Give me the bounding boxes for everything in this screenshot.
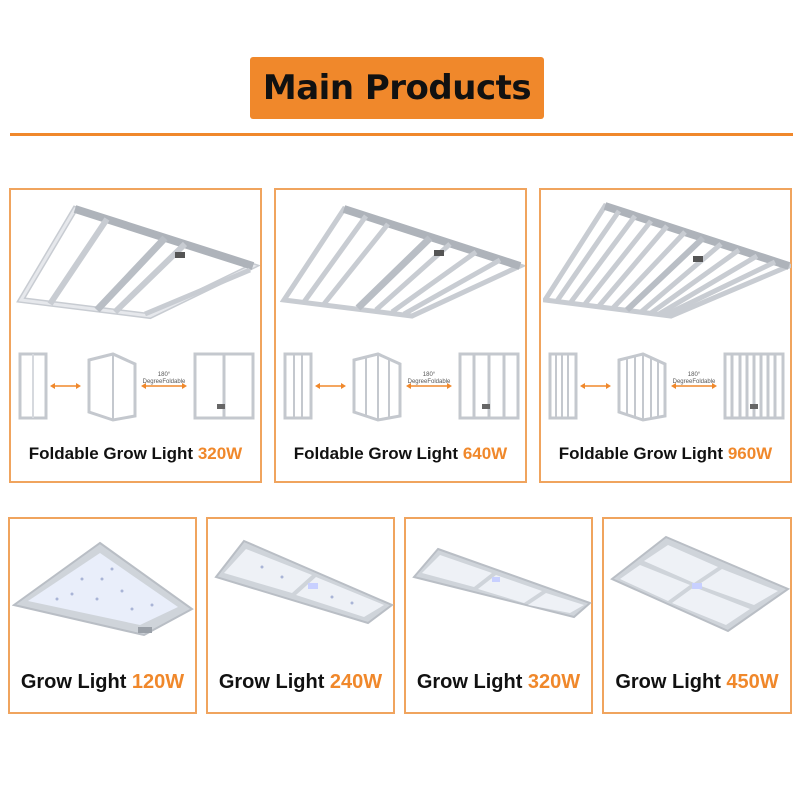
- product-wattage: 640W: [462, 444, 508, 463]
- product-card-grow-light-320w[interactable]: Grow Light 320W: [404, 517, 593, 714]
- product-wattage: 240W: [329, 671, 383, 693]
- fold-diagram: 180° DegreeFoldable: [282, 352, 522, 422]
- panel-light-image: [212, 537, 394, 637]
- fold-diagram: 180° DegreeFoldable: [17, 352, 257, 422]
- fold-label-bottom: DegreeFoldable: [408, 379, 451, 385]
- panel-light-image: [608, 533, 790, 637]
- product-name: Grow Light: [20, 671, 127, 693]
- panel-light-image: [12, 539, 194, 639]
- product-card-foldable-960w[interactable]: 180° DegreeFoldable Foldable Grow Light …: [539, 188, 792, 483]
- fold-label-top: 180°: [423, 372, 436, 378]
- foldable-light-image: [15, 204, 260, 324]
- main-products-banner: Main Products: [250, 57, 544, 119]
- product-wattage: 320W: [527, 671, 581, 693]
- product-label: Foldable Grow Light 320W: [11, 444, 260, 464]
- product-name: Grow Light: [615, 671, 721, 693]
- product-label: Grow Light 240W: [208, 671, 393, 694]
- product-name: Grow Light: [218, 671, 325, 693]
- product-wattage: 960W: [727, 444, 773, 463]
- product-card-foldable-640w[interactable]: 180° DegreeFoldable Foldable Grow Light …: [274, 188, 527, 483]
- product-label: Grow Light 320W: [406, 671, 591, 694]
- foldable-light-image: [543, 202, 791, 324]
- product-label: Foldable Grow Light 640W: [276, 444, 525, 464]
- product-wattage: 320W: [197, 444, 243, 463]
- product-card-grow-light-450w[interactable]: Grow Light 450W: [602, 517, 792, 714]
- product-name: Grow Light: [416, 671, 523, 693]
- product-card-foldable-320w[interactable]: 180° DegreeFoldable Foldable Grow Light …: [9, 188, 262, 483]
- header-divider: [10, 133, 793, 136]
- panel-light-image: [410, 543, 592, 633]
- product-name: Foldable Grow Light: [293, 444, 459, 463]
- fold-label-top: 180°: [688, 372, 701, 378]
- product-label: Grow Light 450W: [604, 671, 790, 694]
- product-card-grow-light-240w[interactable]: Grow Light 240W: [206, 517, 395, 714]
- fold-label-bottom: DegreeFoldable: [143, 379, 186, 385]
- product-name: Foldable Grow Light: [28, 444, 194, 463]
- product-label: Grow Light 120W: [10, 671, 195, 694]
- product-wattage: 120W: [131, 671, 185, 693]
- product-name: Foldable Grow Light: [558, 444, 724, 463]
- fold-label-bottom: DegreeFoldable: [673, 379, 716, 385]
- fold-label-top: 180°: [158, 372, 171, 378]
- product-card-grow-light-120w[interactable]: Grow Light 120W: [8, 517, 197, 714]
- fold-diagram: 180° DegreeFoldable: [547, 352, 787, 422]
- product-label: Foldable Grow Light 960W: [541, 444, 790, 464]
- page-title: Main Products: [262, 68, 532, 108]
- foldable-light-image: [280, 204, 525, 324]
- product-wattage: 450W: [726, 671, 779, 693]
